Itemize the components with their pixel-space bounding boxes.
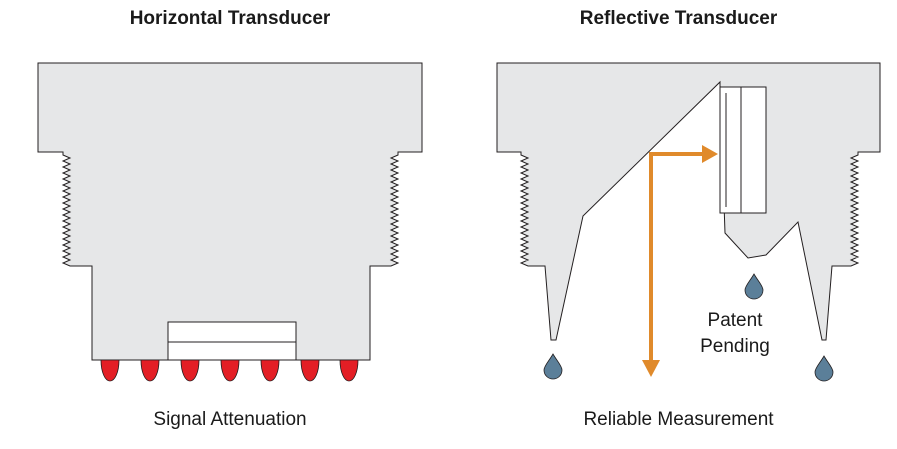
reliable-measurement-caption: Reliable Measurement bbox=[583, 409, 774, 430]
patent-pending-note: Patent Pending bbox=[675, 308, 795, 360]
blue-droplet bbox=[744, 273, 764, 300]
condensation-droplets bbox=[100, 359, 359, 382]
red-droplet bbox=[300, 359, 320, 382]
horizontal-sensor-element bbox=[167, 321, 297, 361]
horizontal-transducer-title: Horizontal Transducer bbox=[129, 8, 331, 29]
blue-droplet bbox=[543, 353, 563, 380]
arrow-head-right bbox=[702, 145, 718, 163]
red-droplet bbox=[100, 359, 120, 382]
reflective-sensor-element bbox=[719, 86, 767, 214]
red-droplet bbox=[339, 359, 359, 382]
reflective-transducer-body bbox=[496, 62, 881, 341]
patent-note-line1: Patent bbox=[707, 310, 763, 331]
red-droplet bbox=[140, 359, 160, 382]
water-droplets bbox=[543, 273, 834, 382]
signal-attenuation-caption: Signal Attenuation bbox=[153, 409, 307, 430]
reflective-transducer bbox=[496, 62, 881, 382]
arrow-head-down bbox=[642, 360, 660, 377]
reflection-arrow-path bbox=[649, 152, 705, 365]
horizontal-transducer-body bbox=[37, 62, 423, 361]
red-droplet bbox=[260, 359, 280, 382]
blue-droplet bbox=[814, 355, 834, 382]
reflective-transducer-title: Reflective Transducer bbox=[579, 8, 778, 29]
patent-note-line2: Pending bbox=[700, 336, 770, 357]
red-droplet bbox=[180, 359, 200, 382]
horizontal-transducer bbox=[37, 62, 423, 382]
red-droplet bbox=[220, 359, 240, 382]
